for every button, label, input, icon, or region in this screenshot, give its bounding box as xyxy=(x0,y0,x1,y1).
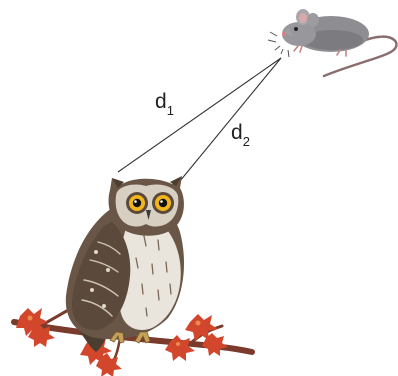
label-d2: d2 xyxy=(231,121,250,149)
owl-icon xyxy=(66,176,184,352)
label-d1-main: d xyxy=(155,90,167,113)
distance-line-d1 xyxy=(118,58,281,172)
distance-lines xyxy=(118,58,281,181)
distance-line-d2 xyxy=(180,58,281,181)
label-d2-main: d xyxy=(231,121,243,144)
label-d2-sub: 2 xyxy=(243,134,250,149)
label-d1: d1 xyxy=(155,90,174,118)
mouse-icon xyxy=(268,9,396,76)
label-d1-sub: 1 xyxy=(167,103,174,118)
